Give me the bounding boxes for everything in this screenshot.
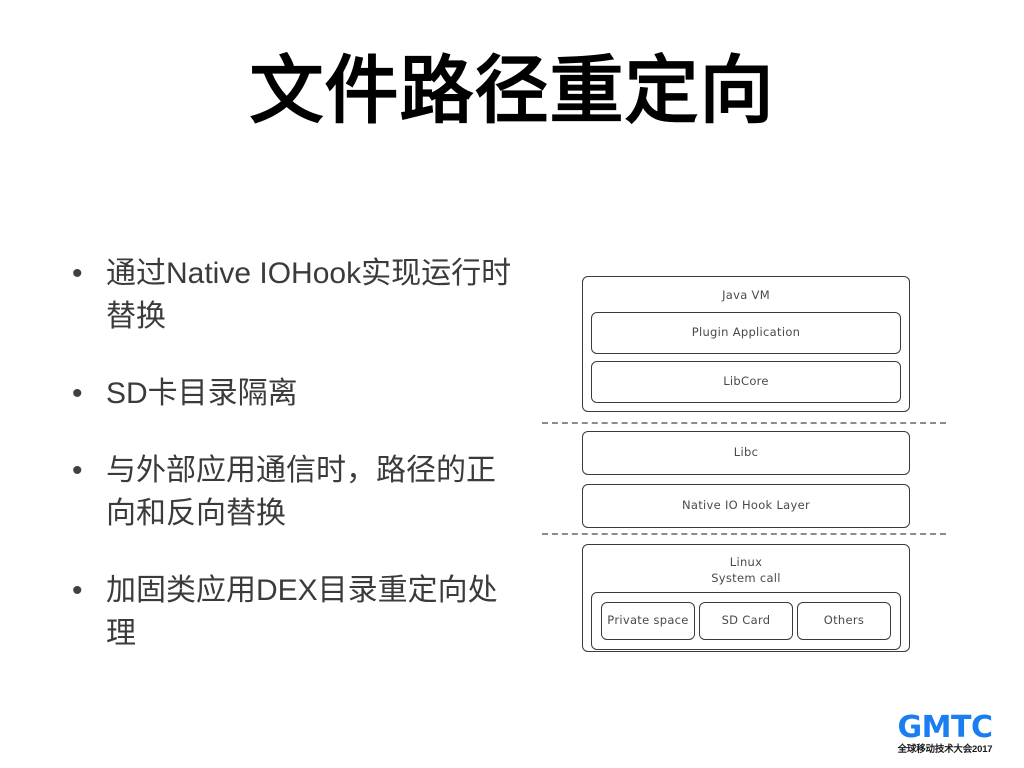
diagram-group-linux-label-line1: Linux bbox=[729, 555, 763, 569]
diagram-box-libc: Libc bbox=[582, 431, 910, 475]
diagram-box-libcore: LibCore bbox=[591, 360, 901, 403]
bullet-text: 与外部应用通信时，路径的正向和反向替换 bbox=[106, 454, 496, 530]
diagram-box-label: Private space bbox=[607, 613, 689, 628]
diagram-group-java-vm-label: Java VM bbox=[722, 288, 770, 302]
diagram-box-native-io-hook-layer: Native IO Hook Layer bbox=[582, 484, 910, 528]
diagram-group-linux-label-line2: System call bbox=[711, 570, 781, 585]
bullet-text: SD卡目录隔离 bbox=[106, 377, 298, 410]
diagram-box-label: Others bbox=[823, 613, 865, 628]
logo-subtitle: 全球移动技术大会2017 bbox=[897, 743, 993, 755]
diagram-separator-upper bbox=[542, 422, 946, 424]
architecture-diagram: Java VM Plugin Application LibCore Libc … bbox=[540, 268, 950, 660]
diagram-box-storage-container: Private space SD Card Others bbox=[591, 592, 901, 651]
bullet-marker-icon: • bbox=[72, 257, 83, 290]
diagram-box-sd-card: SD Card bbox=[699, 602, 793, 641]
conference-logo: GMTC 全球移动技术大会2017 bbox=[886, 709, 1004, 755]
list-item: • 加固类应用DEX目录重定向处理 bbox=[66, 569, 514, 655]
bullet-text: 加固类应用DEX目录重定向处理 bbox=[106, 574, 498, 650]
bullet-marker-icon: • bbox=[72, 574, 83, 607]
list-item: • 通过Native IOHook实现运行时替换 bbox=[66, 252, 514, 338]
diagram-box-label: Libc bbox=[733, 445, 759, 460]
diagram-box-plugin-application: Plugin Application bbox=[591, 311, 901, 354]
logo-wordmark: GMTC bbox=[897, 709, 993, 745]
diagram-separator-lower bbox=[542, 533, 946, 535]
diagram-box-others: Others bbox=[797, 602, 891, 641]
diagram-group-linux-label: Linux System call bbox=[591, 555, 901, 586]
diagram-group-java-vm: Java VM Plugin Application LibCore bbox=[582, 276, 910, 412]
diagram-box-label: Native IO Hook Layer bbox=[681, 498, 811, 513]
diagram-box-label: SD Card bbox=[721, 613, 771, 628]
diagram-box-label: Plugin Application bbox=[691, 324, 801, 339]
list-item: • SD卡目录隔离 bbox=[66, 372, 514, 415]
diagram-box-label: LibCore bbox=[723, 373, 769, 388]
diagram-group-linux: Linux System call Private space SD Card … bbox=[582, 544, 910, 652]
bullet-list: • 通过Native IOHook实现运行时替换 • SD卡目录隔离 • 与外部… bbox=[66, 252, 514, 655]
list-item: • 与外部应用通信时，路径的正向和反向替换 bbox=[66, 449, 514, 535]
bullet-text: 通过Native IOHook实现运行时替换 bbox=[106, 257, 512, 333]
bullet-marker-icon: • bbox=[72, 377, 83, 410]
diagram-box-private-space: Private space bbox=[601, 602, 695, 641]
bullet-marker-icon: • bbox=[72, 454, 83, 487]
page-title: 文件路径重定向 bbox=[249, 49, 775, 132]
